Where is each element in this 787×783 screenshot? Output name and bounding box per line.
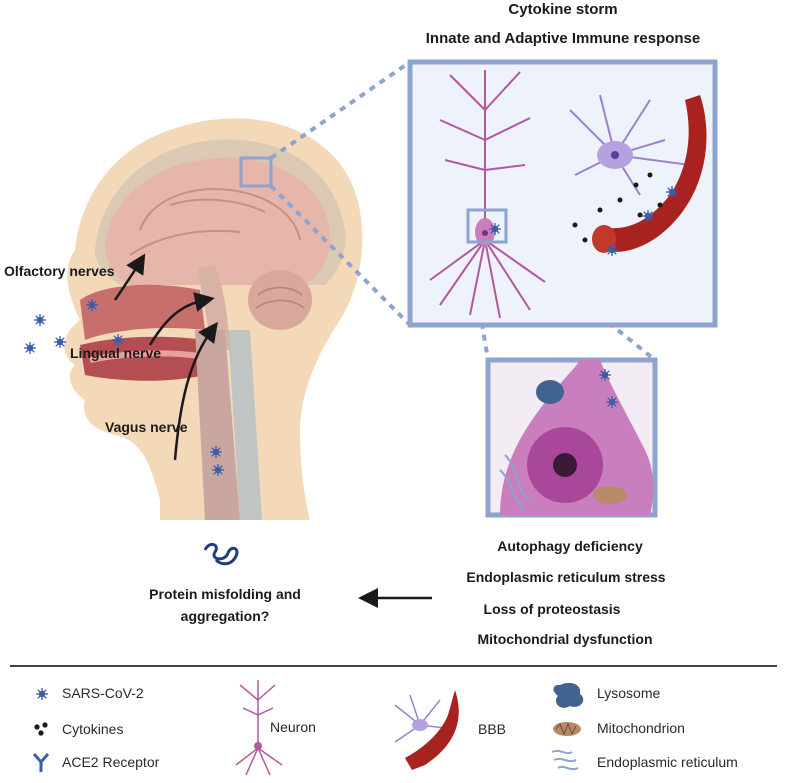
blood-vessel xyxy=(600,95,707,252)
outcome-line-1: Protein misfolding and xyxy=(149,586,301,602)
spine xyxy=(228,330,262,520)
legend-sars-label: SARS-CoV-2 xyxy=(62,685,144,701)
brain-fold xyxy=(139,188,301,241)
soma-zoom-box xyxy=(485,357,658,518)
legend-icons xyxy=(32,680,584,776)
legend-mitochondrion-label: Mitochondrion xyxy=(597,720,685,736)
head-illustration xyxy=(64,118,363,520)
soma-focus-box xyxy=(466,208,508,244)
lysosome-shape xyxy=(536,380,564,404)
outcome-line-2: aggregation? xyxy=(180,608,270,624)
misfolded-protein-icon xyxy=(203,542,239,566)
legend-ace2-label: ACE2 Receptor xyxy=(62,754,160,770)
nasal-cavity xyxy=(80,284,205,340)
legend-bbb-label: BBB xyxy=(478,721,507,737)
mouth xyxy=(80,336,205,381)
mitochondrion-shape xyxy=(593,486,627,504)
legend-lysosome-label: Lysosome xyxy=(597,685,661,701)
nerve-arrows xyxy=(113,253,218,461)
lingual-nerve-label: Lingual nerve xyxy=(70,345,162,361)
cytokine-storm-label: Cytokine storm xyxy=(508,1,618,18)
legend-neuron-label: Neuron xyxy=(270,719,316,735)
consequence-item: Mitochondrial dysfunction xyxy=(477,631,653,647)
consequence-item: Autophagy deficiency xyxy=(497,538,643,554)
olfactory-nerves-label: Olfactory nerves xyxy=(4,263,115,279)
brain-focus-box xyxy=(239,156,273,188)
consequence-item: Endoplasmic reticulum stress xyxy=(466,569,666,585)
legend-er-label: Endoplasmic reticulum xyxy=(597,754,738,770)
vagus-nerve-label: Vagus nerve xyxy=(105,419,188,435)
neuron-zoom-box xyxy=(407,59,718,328)
throat xyxy=(195,330,240,520)
immune-response-label: Innate and Adaptive Immune response xyxy=(425,30,701,47)
consequence-item: Loss of proteostasis xyxy=(483,601,621,617)
legend-cytokines-label: Cytokines xyxy=(62,721,124,737)
